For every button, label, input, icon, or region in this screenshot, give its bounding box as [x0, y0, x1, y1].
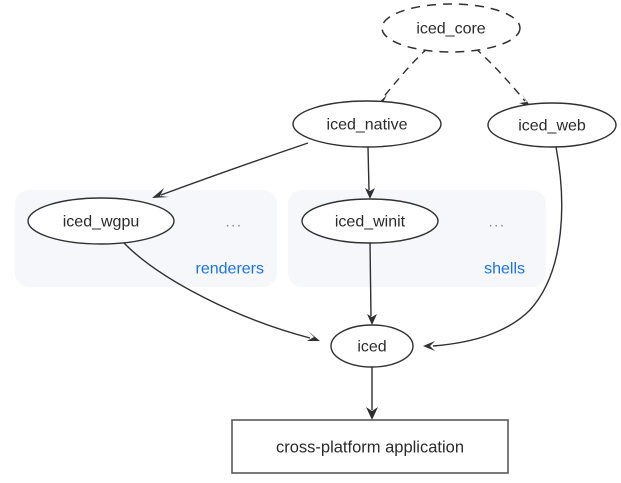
- node-layer: iced_core iced_native iced_web iced_wgpu…: [27, 3, 617, 474]
- node-cross-platform-application-label: cross-platform application: [276, 439, 464, 457]
- edge-core-to-native-path: [380, 47, 429, 101]
- edge-native-to-winit-path: [367, 146, 370, 191]
- placeholder-layer: ... ...: [225, 214, 505, 231]
- edge-wgpu-to-iced-path: [123, 242, 311, 339]
- node-iced-native-shape[interactable]: [292, 100, 442, 148]
- edge-layer: [123, 47, 563, 420]
- edge-native-to-winit: [365, 146, 375, 199]
- edge-web-to-iced: [423, 146, 563, 351]
- node-iced-label: iced: [357, 339, 386, 356]
- node-iced[interactable]: iced: [330, 324, 414, 368]
- node-iced-core[interactable]: iced_core: [381, 3, 521, 53]
- node-cross-platform-application-shape[interactable]: [231, 419, 509, 474]
- node-iced-shape[interactable]: [330, 324, 414, 368]
- edge-core-to-web: [474, 47, 531, 107]
- edge-iced-to-app: [366, 367, 378, 420]
- edge-core-to-web-path: [474, 47, 526, 102]
- node-iced-core-shape[interactable]: [381, 3, 521, 53]
- edge-winit-to-iced-arrowhead: [367, 314, 377, 325]
- edge-native-to-wgpu-path: [160, 142, 309, 196]
- node-iced-core-label: iced_core: [416, 21, 485, 38]
- edge-core-to-native: [375, 47, 429, 106]
- node-iced-native-label: iced_native: [327, 117, 408, 134]
- node-iced-wgpu[interactable]: iced_wgpu: [27, 197, 175, 245]
- node-iced-winit-label: iced_winit: [335, 214, 406, 231]
- node-iced-native[interactable]: iced_native: [292, 100, 442, 148]
- edge-web-to-iced-path: [432, 146, 563, 347]
- shells-more-ellipsis: ...: [488, 214, 505, 231]
- cluster-label-shells: shells: [484, 261, 525, 278]
- edge-winit-to-iced: [367, 242, 377, 325]
- edge-native-to-wgpu-arrowhead: [152, 188, 169, 198]
- node-iced-wgpu-label: iced_wgpu: [63, 214, 140, 231]
- edge-native-to-wgpu: [152, 142, 309, 198]
- node-iced-winit[interactable]: iced_winit: [301, 198, 439, 244]
- node-cross-platform-application[interactable]: cross-platform application: [231, 419, 509, 474]
- node-iced-web-label: iced_web: [518, 118, 586, 135]
- edge-iced-to-app-arrowhead: [366, 407, 378, 420]
- edge-winit-to-iced-path: [369, 242, 372, 317]
- renderers-more-ellipsis: ...: [225, 214, 242, 231]
- edge-core-to-web-arrowhead: [519, 94, 531, 107]
- edge-wgpu-to-iced: [123, 242, 320, 341]
- node-iced-wgpu-shape[interactable]: [27, 197, 175, 245]
- edge-native-to-winit-arrowhead: [365, 188, 375, 199]
- node-iced-web[interactable]: iced_web: [487, 102, 617, 148]
- edge-web-to-iced-arrowhead: [423, 341, 435, 351]
- cluster-label-renderers: renderers: [196, 261, 264, 278]
- node-iced-web-shape[interactable]: [487, 102, 617, 148]
- node-iced-winit-shape[interactable]: [301, 198, 439, 244]
- edge-wgpu-to-iced-arrowhead: [307, 331, 320, 341]
